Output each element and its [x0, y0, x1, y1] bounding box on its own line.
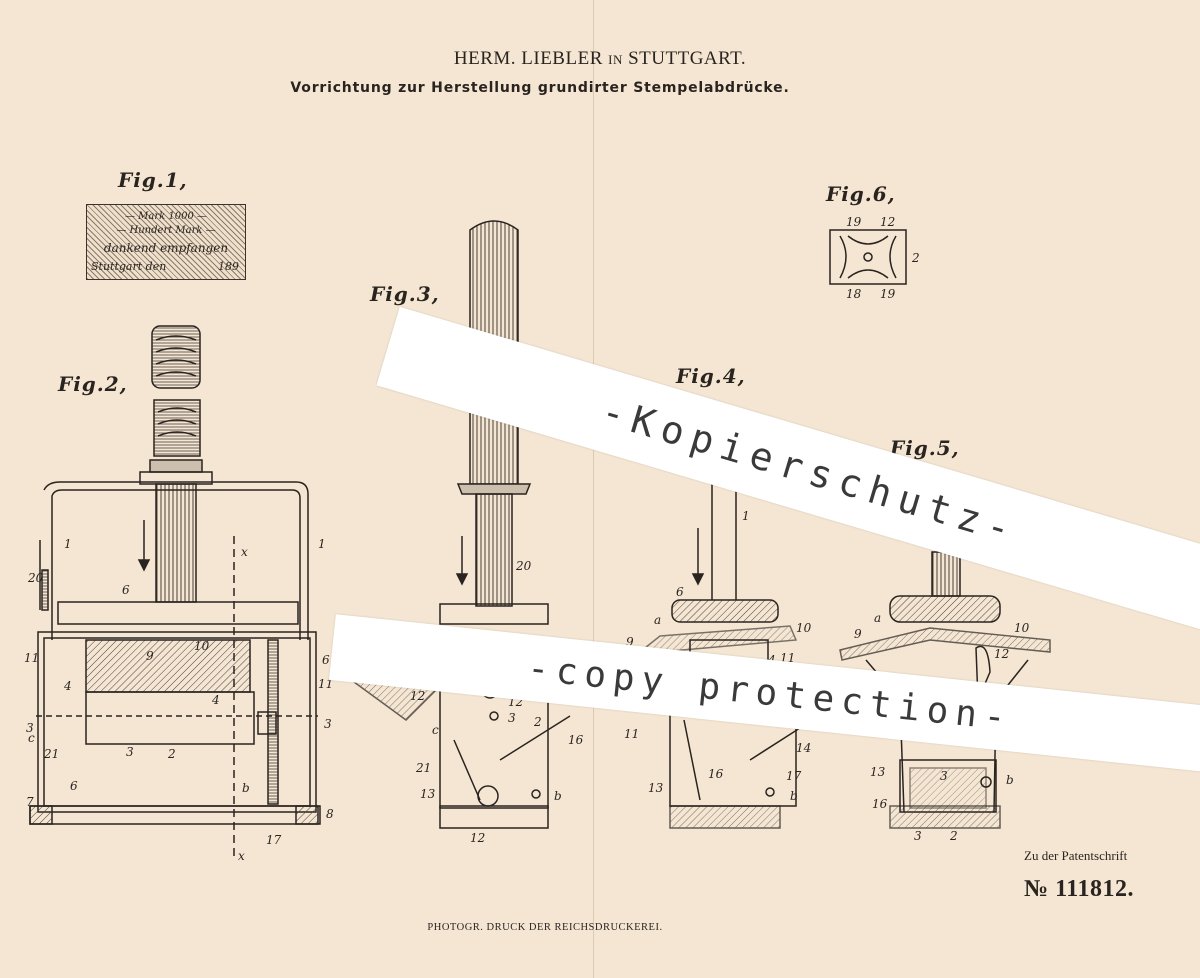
- svg-text:3: 3: [914, 829, 922, 843]
- svg-text:20: 20: [27, 571, 44, 585]
- svg-text:2: 2: [167, 747, 176, 761]
- svg-text:b: b: [1006, 773, 1014, 787]
- patent-number: № 111812.: [1024, 876, 1134, 903]
- svg-text:b: b: [554, 789, 562, 803]
- svg-text:3: 3: [940, 769, 948, 783]
- svg-text:12: 12: [470, 831, 485, 845]
- svg-text:2: 2: [533, 715, 542, 729]
- svg-text:12: 12: [410, 689, 425, 703]
- svg-text:17: 17: [266, 833, 282, 847]
- svg-text:2: 2: [911, 251, 920, 265]
- svg-text:9: 9: [854, 627, 862, 641]
- svg-text:6: 6: [676, 585, 684, 599]
- svg-text:11: 11: [624, 727, 639, 741]
- svg-text:c: c: [432, 723, 439, 737]
- svg-text:14: 14: [796, 741, 811, 755]
- svg-text:c: c: [28, 731, 35, 745]
- patent-reference-caption: Zu der Patentschrift: [1024, 848, 1127, 864]
- svg-text:8: 8: [326, 807, 334, 821]
- svg-text:13: 13: [420, 787, 436, 801]
- svg-text:3: 3: [126, 745, 134, 759]
- svg-text:20: 20: [515, 559, 532, 573]
- svg-text:1: 1: [64, 537, 72, 551]
- svg-text:9: 9: [146, 649, 154, 663]
- svg-text:2: 2: [949, 829, 958, 843]
- svg-text:4: 4: [211, 693, 220, 707]
- svg-text:13: 13: [870, 765, 886, 779]
- printer-imprint: PHOTOGR. DRUCK DER REICHSDRUCKEREI.: [0, 922, 1090, 933]
- svg-text:16: 16: [872, 797, 888, 811]
- svg-text:12: 12: [994, 647, 1009, 661]
- svg-text:b: b: [790, 789, 798, 803]
- svg-text:19: 19: [880, 287, 896, 301]
- svg-text:4: 4: [63, 679, 72, 693]
- svg-text:21: 21: [43, 747, 59, 761]
- svg-text:6: 6: [322, 653, 330, 667]
- svg-text:x: x: [238, 849, 245, 863]
- svg-text:a: a: [654, 613, 661, 627]
- svg-text:6: 6: [122, 583, 130, 597]
- svg-text:19: 19: [846, 215, 862, 229]
- svg-text:12: 12: [880, 215, 895, 229]
- fig6-top-view: [830, 230, 906, 284]
- svg-text:3: 3: [324, 717, 332, 731]
- svg-text:10: 10: [796, 621, 812, 635]
- svg-text:b: b: [242, 781, 250, 795]
- svg-text:1: 1: [318, 537, 326, 551]
- svg-text:10: 10: [1014, 621, 1030, 635]
- svg-text:11: 11: [24, 651, 39, 665]
- svg-text:x: x: [241, 545, 248, 559]
- svg-text:7: 7: [26, 795, 34, 809]
- svg-text:3: 3: [508, 711, 516, 725]
- svg-text:21: 21: [415, 761, 431, 775]
- svg-text:17: 17: [786, 769, 802, 783]
- svg-text:16: 16: [708, 767, 724, 781]
- svg-text:13: 13: [648, 781, 664, 795]
- svg-text:6: 6: [70, 779, 78, 793]
- svg-text:a: a: [874, 611, 881, 625]
- svg-text:10: 10: [194, 639, 210, 653]
- svg-text:18: 18: [846, 287, 862, 301]
- svg-text:1: 1: [742, 509, 750, 523]
- fig6-reference-numbers: 19 12 2 18 19: [846, 215, 920, 301]
- fig3-side-view: [354, 221, 570, 828]
- svg-text:16: 16: [568, 733, 584, 747]
